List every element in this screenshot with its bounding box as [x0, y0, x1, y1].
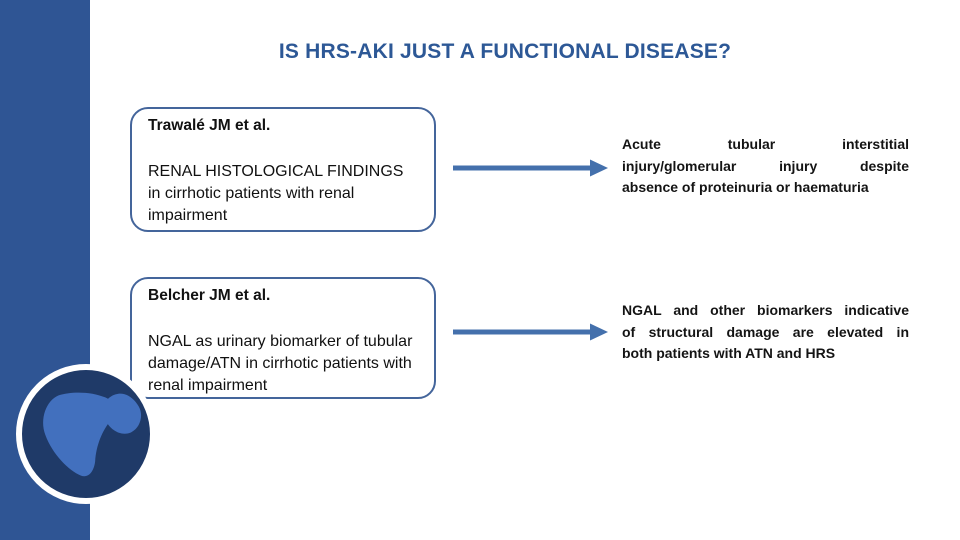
- right-arrow-icon: [453, 159, 608, 177]
- result-text: NGAL and other biomarkers indicative of …: [622, 300, 909, 365]
- right-arrow-icon: [453, 323, 608, 341]
- result-line: absence of proteinuria or haematuria: [622, 179, 869, 195]
- study-box-belcher: Belcher JM et al. NGAL as urinary biomar…: [130, 277, 436, 399]
- result-text: Acute tubular interstitial injury/glomer…: [622, 134, 909, 199]
- liver-icon: [43, 392, 142, 477]
- result-line: injury/glomerular injury despite: [622, 157, 909, 174]
- study-description: NGAL as urinary biomarker of tubular dam…: [148, 333, 413, 394]
- result-line: Acute tubular interstitial: [622, 136, 909, 152]
- result-line: of structural damage are elevated in: [622, 323, 909, 340]
- study-author: Trawalé JM et al.: [148, 117, 271, 134]
- study-author: Belcher JM et al.: [148, 287, 271, 304]
- result-line: NGAL and other biomarkers indicative: [622, 302, 909, 318]
- page-title: IS HRS-AKI JUST A FUNCTIONAL DISEASE?: [278, 40, 732, 63]
- study-box-trawale: Trawalé JM et al. RENAL HISTOLOGICAL FIN…: [130, 107, 436, 232]
- liver-badge: [16, 364, 156, 504]
- result-line: both patients with ATN and HRS: [622, 345, 836, 361]
- study-description: RENAL HISTOLOGICAL FINDINGS in cirrhotic…: [148, 163, 404, 224]
